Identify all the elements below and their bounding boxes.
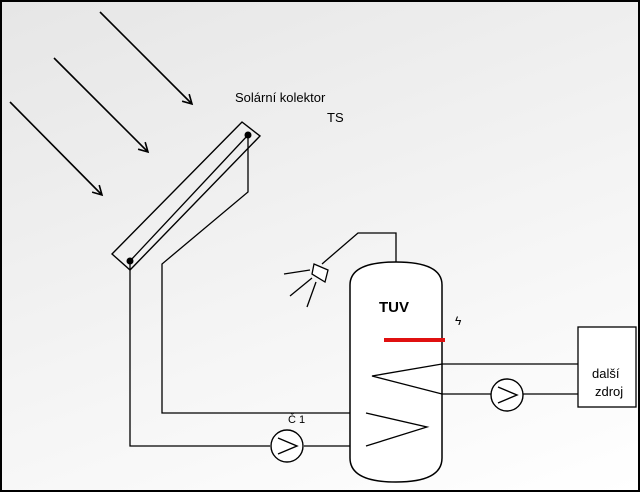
hot-water-pipe bbox=[321, 232, 397, 265]
collector-subtitle: TS bbox=[327, 110, 344, 125]
collector-panel bbox=[110, 121, 262, 271]
source-label-line2: zdroj bbox=[595, 384, 624, 399]
sun-rays bbox=[9, 11, 194, 197]
collector-internal-pipe bbox=[129, 134, 249, 262]
sun-ray bbox=[53, 57, 150, 154]
solar-heat-exchanger bbox=[365, 412, 430, 447]
auxiliary-pump bbox=[490, 378, 524, 412]
solar-circuit-pipes bbox=[129, 134, 366, 447]
hot-water-outlet bbox=[283, 232, 397, 308]
pump-c1 bbox=[270, 429, 304, 463]
sun-ray bbox=[99, 11, 194, 106]
tank-label: TUV bbox=[379, 299, 409, 316]
solar-collector bbox=[110, 121, 262, 271]
hot-supply-pipe bbox=[161, 135, 366, 414]
shower-head-icon bbox=[311, 263, 329, 284]
return-pipe bbox=[129, 261, 270, 447]
storage-tank bbox=[349, 261, 578, 483]
source-label-line1: další bbox=[592, 366, 620, 381]
collector-title: Solární kolektor bbox=[235, 90, 326, 105]
pump-label: Č 1 bbox=[288, 414, 306, 426]
water-stream bbox=[306, 281, 317, 308]
auxiliary-heat-exchanger bbox=[371, 363, 578, 395]
heater-sensor-icon: ϟ bbox=[455, 314, 462, 328]
water-stream bbox=[289, 277, 313, 297]
water-stream bbox=[283, 269, 311, 275]
auxiliary-source-box bbox=[577, 326, 637, 408]
sun-ray bbox=[9, 101, 104, 197]
